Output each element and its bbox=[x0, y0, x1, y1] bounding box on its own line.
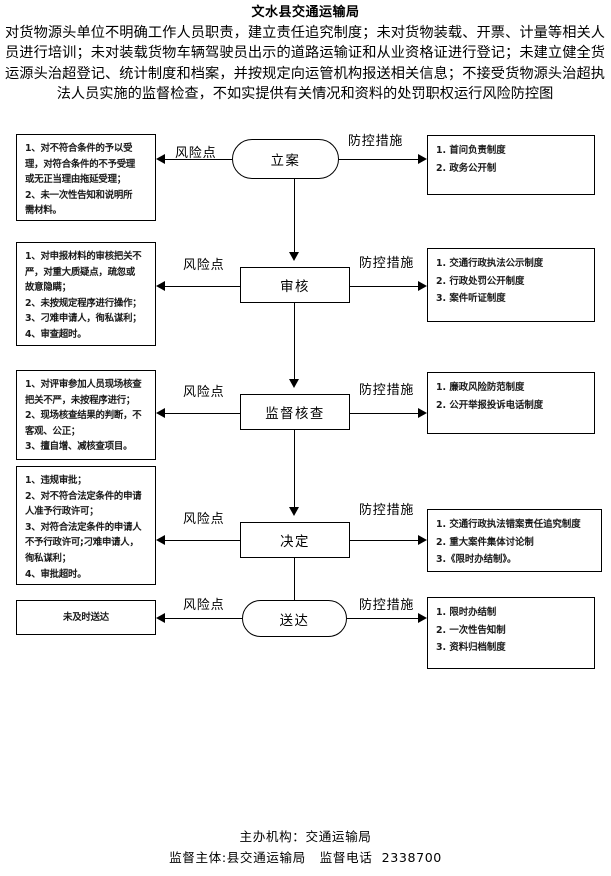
risk-box-5-line-1: 未及时送达 bbox=[63, 611, 109, 623]
process-node-1[interactable]: 立案 bbox=[232, 139, 339, 179]
measure-box-3: 1. 廉政风险防范制度 2. 公开举报投诉电话制度 bbox=[427, 372, 595, 434]
risk-box-1: 1、对不符合条件的予以受 理，对符合条件的不予受理 或无正当理由拖延受理； 2、… bbox=[16, 134, 156, 221]
risk-point-label-4: 风险点 bbox=[183, 512, 225, 527]
measure-box-1: 1. 首问负责制度 2. 政务公开制 bbox=[427, 135, 595, 195]
risk-box-1-line-3: 或无正当理由拖延受理； bbox=[25, 174, 126, 186]
risk-box-4-line-2: 2、对不符合法定条件的申请 bbox=[25, 490, 142, 502]
measure-box-5-line-2: 2. 一次性告知制 bbox=[436, 624, 506, 636]
risk-box-2-line-5: 3、刁难申请人，徇私谋利； bbox=[25, 313, 142, 325]
measure-arrow-1 bbox=[418, 154, 427, 164]
measure-box-2-line-1: 1. 交通行政执法公示制度 bbox=[436, 258, 544, 269]
risk-connector-line-1 bbox=[165, 159, 232, 160]
document-footer: 主办机构：交通运输局 监督主体:县交通运输局 监督电话 2338700 bbox=[0, 826, 611, 868]
risk-connector-line-4 bbox=[165, 540, 240, 541]
measure-box-3-line-1: 1. 廉政风险防范制度 bbox=[436, 382, 525, 393]
risk-box-3: 1、对评审参加人员现场核查 把关不严，未按程序进行； 2、现场核查结果的判断，不… bbox=[16, 370, 156, 460]
risk-box-2-line-3: 故意隐瞒； bbox=[25, 282, 71, 294]
risk-box-4-line-6: 徇私谋利； bbox=[25, 552, 71, 564]
process-node-4[interactable]: 决定 bbox=[240, 522, 350, 558]
process-node-5[interactable]: 送达 bbox=[242, 600, 347, 637]
risk-box-1-line-2: 理，对符合条件的不予受理 bbox=[25, 158, 136, 170]
flow-arrow-2-3 bbox=[289, 379, 299, 388]
risk-box-2: 1、对申报材料的审核把关不 严，对重大质疑点，疏忽或 故意隐瞒； 2、未按规定程… bbox=[16, 242, 156, 346]
measure-connector-line-4 bbox=[350, 540, 420, 541]
measure-box-1-line-2: 2. 政务公开制 bbox=[436, 162, 497, 174]
measure-box-1-line-1: 1. 首问负责制度 bbox=[436, 145, 506, 156]
risk-box-2-line-4: 2、未按规定程序进行操作； bbox=[25, 297, 142, 309]
flow-line-4-5 bbox=[294, 558, 295, 603]
measure-box-4-line-2: 2. 重大案件集体讨论制 bbox=[436, 536, 534, 548]
risk-box-2-line-1: 1、对申报材料的审核把关不 bbox=[25, 251, 142, 262]
risk-box-2-line-2: 严，对重大质疑点，疏忽或 bbox=[25, 266, 136, 278]
risk-connector-line-5 bbox=[165, 618, 242, 619]
measure-label-4: 防控措施 bbox=[359, 503, 415, 518]
flow-diagram: 1、对不符合条件的予以受 理，对符合条件的不予受理 或无正当理由拖延受理； 2、… bbox=[0, 128, 611, 818]
flow-arrow-3-4 bbox=[289, 507, 299, 516]
risk-point-label-1: 风险点 bbox=[175, 146, 217, 161]
measure-label-2: 防控措施 bbox=[359, 256, 415, 271]
process-node-3[interactable]: 监督核查 bbox=[240, 394, 350, 430]
page-subtitle: 对货物源头单位不明确工作人员职责，建立责任追究制度；未对货物装载、开票、计量等相… bbox=[5, 25, 605, 102]
measure-arrow-3 bbox=[418, 408, 427, 418]
measure-connector-line-5 bbox=[347, 618, 420, 619]
risk-box-1-line-4: 2、未一次性告知和说明所 bbox=[25, 189, 133, 201]
measure-box-3-line-2: 2. 公开举报投诉电话制度 bbox=[436, 399, 544, 411]
risk-connector-line-3 bbox=[165, 413, 240, 414]
risk-box-4-line-3: 人准予行政许可； bbox=[25, 506, 99, 518]
footer-organizer: 主办机构：交通运输局 bbox=[239, 829, 372, 844]
risk-arrow-4 bbox=[156, 535, 165, 545]
risk-box-3-line-1: 1、对评审参加人员现场核查 bbox=[25, 379, 142, 390]
measure-arrow-2 bbox=[418, 281, 427, 291]
measure-box-4: 1. 交通行政执法错案责任追究制度 2. 重大案件集体讨论制 3.《限时办结制》… bbox=[427, 509, 602, 572]
risk-box-5: 未及时送达 bbox=[16, 600, 156, 635]
measure-box-5: 1. 限时办结制 2. 一次性告知制 3. 资料归档制度 bbox=[427, 597, 595, 669]
risk-box-3-line-3: 2、现场核查结果的判断，不 bbox=[25, 410, 142, 422]
risk-point-label-3: 风险点 bbox=[183, 385, 225, 400]
document-header: 文水县交通运输局 对货物源头单位不明确工作人员职责，建立责任追究制度；未对货物装… bbox=[0, 0, 611, 104]
measure-box-5-line-1: 1. 限时办结制 bbox=[436, 607, 497, 618]
measure-box-4-line-1: 1. 交通行政执法错案责任追究制度 bbox=[436, 519, 581, 530]
measure-box-4-line-3: 3.《限时办结制》。 bbox=[436, 554, 517, 565]
risk-box-4-line-7: 4、审批超时。 bbox=[25, 568, 87, 580]
flow-line-2-3 bbox=[294, 303, 295, 379]
risk-box-3-line-5: 3、擅自增、减核查项目。 bbox=[25, 441, 133, 453]
risk-box-4-line-4: 3、对符合法定条件的申请人 bbox=[25, 521, 142, 533]
risk-arrow-2 bbox=[156, 281, 165, 291]
measure-connector-line-3 bbox=[350, 413, 420, 414]
risk-point-label-5: 风险点 bbox=[183, 598, 225, 613]
measure-connector-line-1 bbox=[339, 159, 420, 160]
risk-box-1-line-5: 需材料。 bbox=[25, 205, 62, 217]
measure-box-2-line-3: 3. 案件听证制度 bbox=[436, 293, 506, 304]
page-title: 文水县交通运输局 bbox=[251, 5, 360, 20]
risk-connector-line-2 bbox=[165, 286, 240, 287]
measure-box-5-line-3: 3. 资料归档制度 bbox=[436, 642, 506, 653]
flow-line-1-2 bbox=[294, 179, 295, 252]
risk-arrow-5 bbox=[156, 613, 165, 623]
risk-arrow-1 bbox=[156, 154, 165, 164]
measure-arrow-4 bbox=[418, 535, 427, 545]
risk-box-3-line-4: 客观、公正； bbox=[25, 425, 81, 437]
risk-box-3-line-2: 把关不严，未按程序进行； bbox=[25, 394, 136, 406]
flow-line-3-4 bbox=[294, 430, 295, 507]
flow-arrow-1-2 bbox=[289, 252, 299, 261]
footer-supervisor: 监督主体:县交通运输局 监督电话 2338700 bbox=[169, 850, 442, 865]
measure-box-2-line-2: 2. 行政处罚公开制度 bbox=[436, 275, 525, 287]
risk-box-4-line-5: 不予行政许可;刁难申请人， bbox=[25, 537, 139, 549]
process-node-2[interactable]: 审核 bbox=[240, 267, 350, 303]
measure-connector-line-2 bbox=[350, 286, 420, 287]
measure-box-2: 1. 交通行政执法公示制度 2. 行政处罚公开制度 3. 案件听证制度 bbox=[427, 248, 595, 322]
measure-label-3: 防控措施 bbox=[359, 383, 415, 398]
risk-box-4: 1、违规审批； 2、对不符合法定条件的申请 人准予行政许可； 3、对符合法定条件… bbox=[16, 466, 156, 585]
risk-box-1-line-1: 1、对不符合条件的予以受 bbox=[25, 143, 133, 154]
risk-box-4-line-1: 1、违规审批； bbox=[25, 475, 87, 486]
risk-arrow-3 bbox=[156, 408, 165, 418]
measure-arrow-5 bbox=[418, 613, 427, 623]
risk-box-2-line-6: 4、审查超时。 bbox=[25, 328, 87, 340]
measure-label-5: 防控措施 bbox=[359, 598, 415, 613]
risk-point-label-2: 风险点 bbox=[183, 258, 225, 273]
measure-label-1: 防控措施 bbox=[348, 134, 404, 149]
